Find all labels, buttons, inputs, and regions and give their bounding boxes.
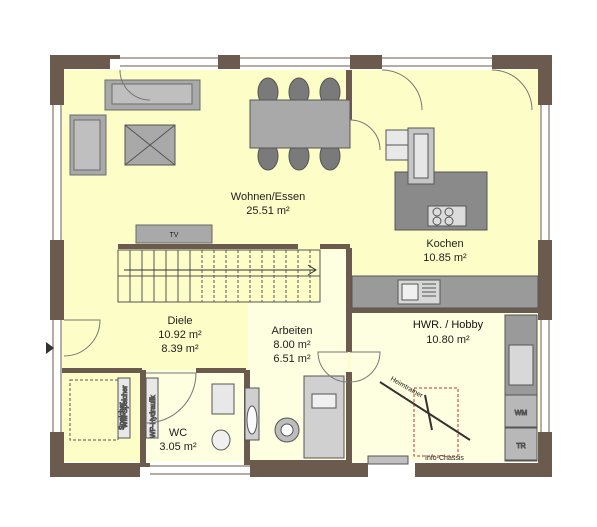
- wall-wc-top: [62, 368, 142, 373]
- door-living: [119, 69, 151, 101]
- doors: [63, 69, 533, 424]
- door-terrace: [381, 69, 423, 111]
- wall-right-top: [538, 55, 552, 105]
- wall-top-left: [50, 55, 110, 69]
- wc-fixtures: [211, 383, 260, 451]
- wall-top-right-b: [492, 55, 548, 69]
- dining-set: [249, 77, 351, 171]
- wall-hwr-left-low: [346, 372, 352, 464]
- hwr-furniture: WM TR: [367, 314, 538, 465]
- wall-top-mid: [110, 55, 120, 59]
- wall-wc-left: [140, 370, 146, 465]
- wall-top-right-a: [350, 55, 382, 69]
- wall-right-mid: [538, 240, 552, 320]
- tr-label: TR: [516, 443, 525, 450]
- wc-name: WC: [169, 427, 187, 439]
- wall-left-mid: [50, 240, 64, 320]
- hwr-area: 10.80 m²: [426, 334, 470, 346]
- kochen-area: 10.85 m²: [423, 252, 467, 264]
- wall-hwr-left: [346, 312, 352, 352]
- wp-hydraulik-label: WP-Hydraulik: [150, 395, 157, 438]
- door-front: [63, 319, 101, 357]
- wohnen-area: 25.51 m²: [246, 205, 290, 217]
- kitchen-furniture: [351, 127, 539, 309]
- arbeiten-area1: 8.00 m²: [273, 339, 311, 351]
- staircase: [117, 249, 321, 303]
- wall-top-center: [218, 55, 240, 69]
- wall-hwr-top: [350, 308, 540, 313]
- door-terrace-right: [491, 69, 533, 111]
- sofa: [69, 79, 201, 176]
- hwr-name: HWR. / Hobby: [413, 319, 484, 331]
- diele-area1: 10.92 m²: [158, 329, 202, 341]
- wc-area: 3.05 m²: [159, 441, 197, 453]
- door-wc: [145, 372, 197, 424]
- arbeiten-area2: 6.51 m²: [273, 353, 311, 365]
- wall-stair-right: [320, 244, 350, 249]
- wall-wc-top-b: [196, 368, 246, 373]
- tv-unit: TV: [135, 224, 213, 244]
- speicher-label: Speicher: [119, 402, 126, 430]
- arbeiten-furniture: [274, 375, 345, 459]
- coffee-table: [124, 124, 176, 166]
- wall-bottom-end: [415, 463, 552, 477]
- wall-stair-top: [118, 244, 298, 249]
- wall-kitchen-left: [346, 70, 352, 120]
- tv-label: TV: [170, 232, 179, 239]
- wohnen-name: Wohnen/Essen: [231, 191, 305, 203]
- wall-kitchen-left-low: [346, 248, 352, 312]
- wall-arbeiten-bottom: [248, 460, 348, 464]
- diele-name: Diele: [167, 315, 192, 327]
- door-kitchen: [349, 119, 381, 151]
- diele-area2: 8.39 m²: [161, 343, 199, 355]
- arbeiten-name: Arbeiten: [272, 325, 313, 337]
- wm-label: WM: [515, 410, 528, 417]
- wm-speicher-label: WM-Speicher: [122, 385, 129, 428]
- outer-walls: [50, 55, 552, 477]
- kochen-name: Kochen: [426, 238, 463, 250]
- wall-bottom-left: [50, 463, 140, 477]
- windows: [52, 57, 550, 475]
- door-arbeiten: [317, 351, 349, 383]
- door-hwr: [349, 351, 381, 383]
- wall-left-top: [50, 55, 64, 105]
- wall-bottom-right: [250, 463, 368, 477]
- entry-arrow: [46, 342, 54, 354]
- info-chassis-label: Info-Chassis: [425, 455, 464, 462]
- room-labels: Wohnen/Essen 25.51 m² Kochen 10.85 m² Di…: [158, 191, 483, 453]
